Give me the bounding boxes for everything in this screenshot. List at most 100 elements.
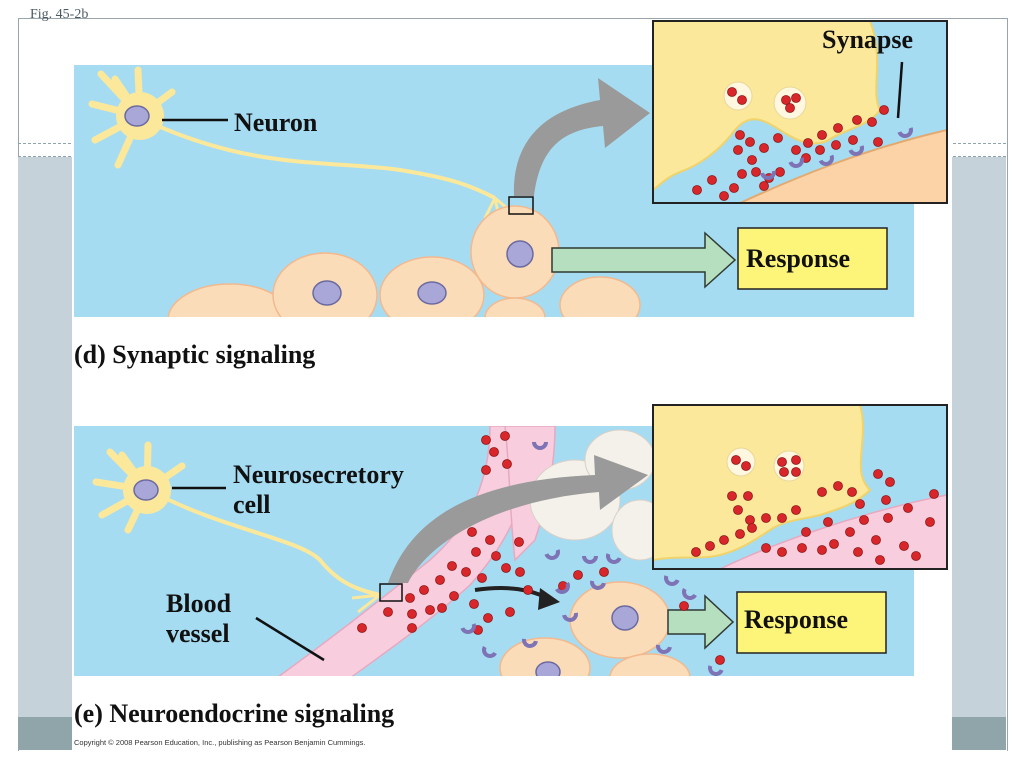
signal-molecule-icon	[505, 607, 515, 617]
signal-molecule-icon	[899, 541, 909, 551]
signal-molecule-icon	[817, 487, 827, 497]
response-arrow-icon	[667, 594, 735, 650]
signal-molecule-icon	[751, 167, 761, 177]
caption-synaptic: (d) Synaptic signaling	[74, 340, 316, 369]
nucleus-icon	[312, 280, 342, 306]
signal-molecule-icon	[467, 527, 477, 537]
signal-molecule-icon	[883, 513, 893, 523]
receptor-icon	[788, 157, 804, 168]
receptor-icon	[760, 170, 776, 180]
signal-molecule-icon	[779, 467, 789, 477]
signal-molecule-icon	[833, 481, 843, 491]
nucleus-icon	[611, 605, 639, 631]
signal-molecule-icon	[719, 535, 729, 545]
signal-molecule-icon	[483, 613, 493, 623]
signal-molecule-icon	[733, 505, 743, 515]
receptor-icon	[656, 644, 672, 654]
synapse-inset	[652, 20, 948, 204]
signal-molecule-icon	[797, 543, 807, 553]
neurosecretory-label: Neurosecretory	[233, 460, 404, 489]
signal-molecule-icon	[801, 527, 811, 537]
blood-vessel-label-line2: vessel	[166, 619, 230, 648]
signal-molecule-icon	[867, 117, 877, 127]
target-cell-icon	[167, 205, 641, 317]
signal-molecule-icon	[733, 145, 743, 155]
footer-band	[18, 717, 72, 750]
signal-molecule-icon	[791, 93, 801, 103]
signal-molecule-icon	[845, 527, 855, 537]
signal-molecule-icon	[848, 135, 858, 145]
signal-molecule-icon	[447, 561, 457, 571]
signal-molecule-icon	[461, 567, 471, 577]
signal-molecule-icon	[777, 457, 787, 467]
receptor-icon	[522, 638, 538, 648]
left-band	[18, 157, 72, 717]
nucleus-icon	[417, 281, 447, 305]
receptor-icon	[818, 154, 834, 166]
signal-molecule-icon	[791, 505, 801, 515]
signal-molecule-icon	[791, 467, 801, 477]
curved-arrow-icon	[513, 78, 650, 196]
nucleus-icon	[124, 105, 150, 127]
signal-molecule-icon	[502, 459, 512, 469]
signal-molecule-icon	[737, 95, 747, 105]
footer-band	[952, 717, 1006, 750]
signal-molecule-icon	[761, 543, 771, 553]
signal-molecule-icon	[875, 555, 885, 565]
signal-molecule-icon	[741, 461, 751, 471]
signal-molecule-icon	[469, 599, 479, 609]
signal-molecule-icon	[881, 495, 891, 505]
signal-molecule-icon	[707, 175, 717, 185]
signal-molecule-icon	[435, 575, 445, 585]
signal-molecule-icon	[871, 535, 881, 545]
signal-molecule-icon	[407, 623, 417, 633]
signal-molecule-icon	[747, 155, 757, 165]
signal-molecule-icon	[735, 130, 745, 140]
neuron-icon	[88, 66, 516, 223]
signal-molecule-icon	[777, 547, 787, 557]
signal-molecule-icon	[735, 529, 745, 539]
signal-molecule-icon	[692, 185, 702, 195]
signal-molecule-icon	[759, 181, 769, 191]
receptor-icon	[682, 588, 697, 600]
signal-molecule-icon	[679, 601, 689, 611]
signal-molecule-icon	[737, 169, 747, 179]
receptor-icon	[897, 127, 913, 138]
signal-molecule-icon	[885, 477, 895, 487]
signal-molecule-icon	[481, 465, 491, 475]
receptor-icon	[555, 582, 570, 594]
figure-label: Fig. 45-2b	[30, 7, 89, 22]
signal-molecule-icon	[929, 489, 939, 499]
signal-molecule-icon	[759, 143, 769, 153]
nucleus-icon	[506, 240, 534, 268]
nucleus-icon	[133, 479, 159, 501]
signal-molecule-icon	[785, 103, 795, 113]
response-label-d: Response	[746, 244, 850, 273]
signal-molecule-icon	[925, 517, 935, 527]
signal-molecule-icon	[911, 551, 921, 561]
response-arrow-icon	[551, 231, 737, 289]
signal-molecule-icon	[425, 605, 435, 615]
signal-molecule-icon	[743, 491, 753, 501]
signal-molecule-icon	[761, 513, 771, 523]
neurosecretory-label-line2: cell	[233, 490, 271, 519]
blood-vessel-label: Blood	[166, 589, 232, 618]
signal-molecule-icon	[859, 515, 869, 525]
signal-molecule-icon	[773, 133, 783, 143]
signal-molecule-icon	[903, 503, 913, 513]
signal-molecule-icon	[407, 609, 417, 619]
receptor-icon	[708, 665, 724, 676]
curved-arrow-icon	[388, 455, 648, 583]
signal-molecule-icon	[405, 593, 415, 603]
signal-molecule-icon	[419, 585, 429, 595]
neuroendocrine-inset	[652, 404, 948, 570]
signal-molecule-icon	[515, 567, 525, 577]
signal-molecule-icon	[852, 115, 862, 125]
signal-molecule-icon	[823, 517, 833, 527]
signal-molecule-icon	[705, 541, 715, 551]
response-box	[737, 227, 888, 290]
receptor-icon	[460, 623, 476, 634]
signal-molecule-icon	[491, 551, 501, 561]
signal-molecule-icon	[791, 455, 801, 465]
